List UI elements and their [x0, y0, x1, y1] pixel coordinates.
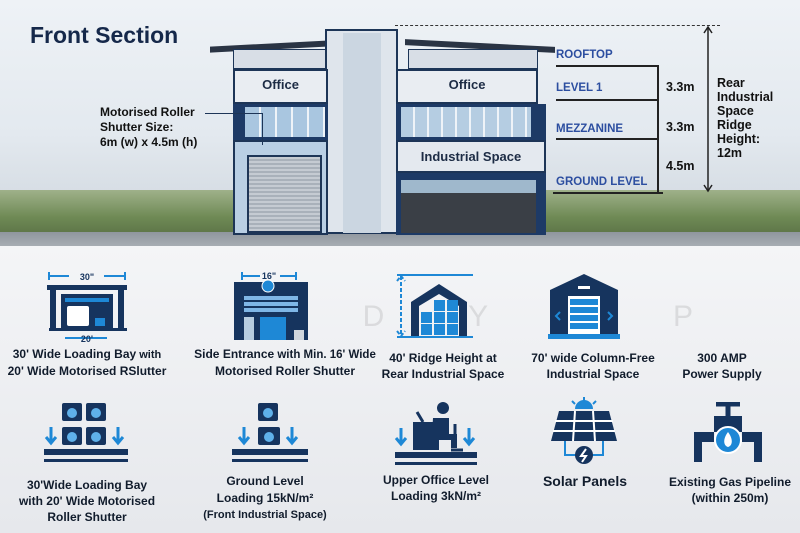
dimension-line: [657, 65, 659, 192]
side-entrance-icon: 16": [234, 271, 308, 340]
caption-bold: Side Entrance: [194, 347, 275, 361]
leader-line: [262, 113, 263, 145]
caption-line: with 20' Wide Motorised: [18, 494, 156, 508]
caption-rest: with Min. 16' Wide: [274, 349, 376, 361]
level-line: [556, 99, 658, 101]
gas-pipeline-icon: [694, 402, 762, 462]
level-line: [556, 138, 658, 140]
building: Office Office Industrial Space: [210, 25, 555, 235]
road: [0, 232, 800, 246]
caption-line: 40' Ridge Height at: [389, 351, 497, 365]
shutter-note-line: Motorised Roller: [100, 105, 195, 119]
height-level1: 3.3m: [666, 80, 695, 94]
feature-caption: Side Entrance with Min. 16' Wide Motoris…: [185, 346, 385, 379]
watermark: O D Y A P: [255, 300, 731, 333]
caption-line: Existing Gas Pipeline: [668, 475, 792, 489]
height-ground: 4.5m: [666, 159, 695, 173]
ridge-note: Rear Industrial Space Ridge Height: 12m: [717, 76, 773, 160]
caption-line: Loading 3kN/m²: [390, 489, 481, 503]
level-line: [553, 192, 663, 194]
dim-16: 16": [262, 271, 276, 281]
level-ground: GROUND LEVEL: [556, 176, 648, 188]
page-title: Front Section: [30, 22, 179, 48]
ridge-note-line: 12m: [717, 146, 743, 160]
caption-line: 300 AMP: [697, 351, 747, 365]
caption-line: Upper Office Level: [382, 473, 490, 487]
roller-shutter: [247, 155, 322, 233]
shutter-note-line: 6m (w) x 4.5m (h): [100, 135, 198, 149]
loading-bay-icon: 30" 20': [47, 272, 127, 343]
feature-caption: 30'Wide Loading Bay with 20' Wide Motoris…: [0, 477, 177, 525]
leader-line: [205, 113, 263, 114]
level-line: [556, 65, 658, 67]
ridge-height-arrow: [703, 25, 713, 193]
weights-icon: [44, 403, 128, 462]
caption-line: Solar Panels: [542, 473, 628, 489]
caption-line: Motorised Roller Shutter: [214, 364, 355, 378]
caption-line: Industrial Space: [546, 367, 640, 381]
ridge-dashed-line: [395, 25, 720, 26]
ridge-height-icon: [396, 274, 473, 338]
feature-caption: Solar Panels: [495, 473, 675, 489]
industrial-entrance: [401, 180, 536, 233]
shutter-note: Motorised Roller Shutter Size: 6m (w) x …: [100, 105, 197, 150]
solar-panel-icon: [551, 397, 617, 464]
ridge-note-line: Space: [717, 104, 754, 118]
level-rooftop: ROOFTOP: [556, 49, 613, 61]
caption-bold: 30' Wide Loading Bay: [12, 347, 137, 361]
power-supply-icon-placeholder: [700, 280, 770, 340]
ridge-note-line: Height:: [717, 132, 761, 146]
ridge-note-line: Industrial: [717, 90, 774, 104]
feature-caption: 40' Ridge Height at Rear Industrial Space: [353, 350, 533, 382]
office-right-label: Office: [448, 77, 486, 92]
caption-line: Rear Industrial Space: [381, 367, 505, 381]
caption-line: 20' Wide Motorised RSlutter: [7, 364, 167, 378]
column-free-warehouse-icon: [548, 274, 620, 339]
level-mezzanine: MEZZANINE: [556, 123, 624, 135]
weight-icon: [232, 403, 308, 462]
caption-line: 30'Wide Loading Bay: [26, 478, 148, 492]
level-1: LEVEL 1: [556, 82, 603, 94]
features-panel: [0, 246, 800, 533]
caption-line: Roller Shutter: [47, 510, 127, 524]
shutter-note-line: Shutter Size:: [100, 120, 174, 134]
caption-line: Loading 15kN/m²: [216, 491, 314, 505]
feature-caption: Existing Gas Pipeline (within 250m): [640, 474, 800, 506]
ridge-note-line: Ridge: [717, 118, 752, 132]
office-left-label: Office: [262, 77, 299, 92]
caption-line: 70' wide Column-Free: [531, 351, 655, 365]
office-worker-icon: [394, 402, 477, 465]
dim-30: 30": [80, 272, 94, 282]
feature-caption: 300 AMP Power Supply: [632, 350, 800, 382]
industrial-space-label: Industrial Space: [420, 149, 522, 164]
caption-line: Power Supply: [682, 367, 762, 381]
dim-20: 20': [81, 334, 93, 343]
caption-rest: with: [136, 349, 162, 361]
caption-line: (Front Industrial Space): [203, 509, 327, 521]
feature-caption: 30' Wide Loading Bay with 20' Wide Motor…: [0, 346, 177, 379]
caption-line: Ground Level: [226, 474, 304, 488]
height-mezzanine: 3.3m: [666, 120, 695, 134]
caption-line: (within 250m): [691, 491, 769, 505]
ridge-note-line: Rear: [717, 76, 745, 90]
